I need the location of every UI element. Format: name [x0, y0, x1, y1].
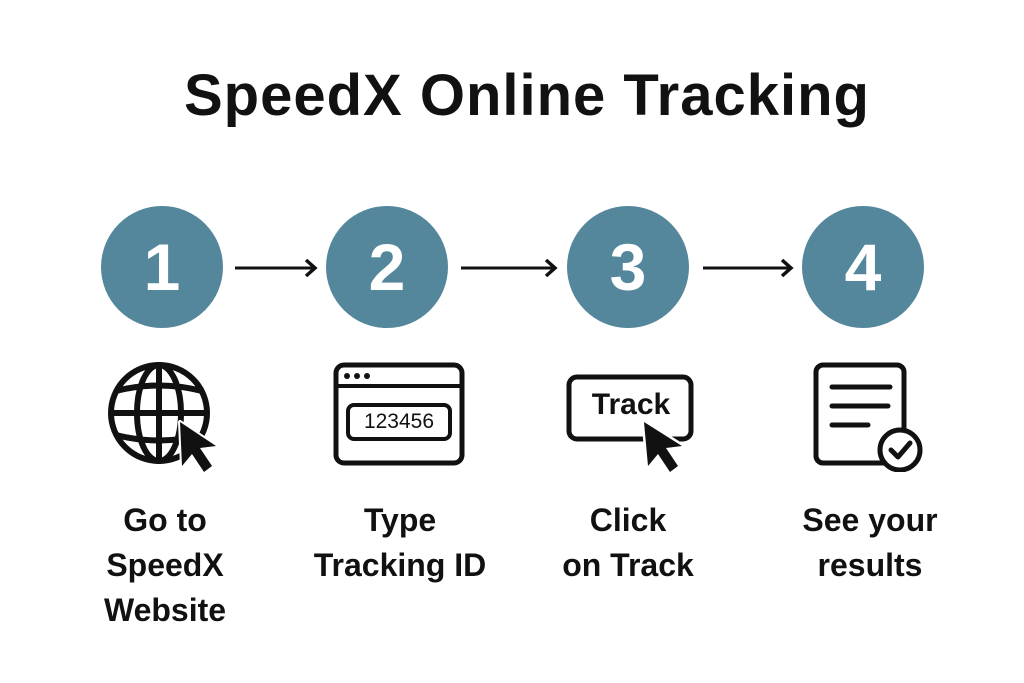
step-3-label: Click on Track — [528, 498, 728, 588]
step-4-label-line: See your — [802, 502, 938, 538]
globe-cursor-icon — [108, 362, 218, 474]
step-4-circle: 4 — [802, 206, 924, 328]
page-title: SpeedX Online Tracking — [184, 63, 870, 128]
step-3-label-line: on Track — [562, 547, 694, 583]
step-1-label: Go to SpeedX Website — [70, 498, 260, 633]
step-4-label-line: results — [817, 547, 923, 583]
step-3-label-line: Click — [589, 502, 667, 538]
document-check-icon — [813, 362, 923, 472]
step-3-circle: 3 — [567, 206, 689, 328]
arrow-right-icon — [703, 258, 794, 278]
browser-input-icon: 123456 — [333, 362, 465, 466]
step-2-label: Type Tracking ID — [295, 498, 505, 588]
step-4-label: See your results — [770, 498, 970, 588]
step-1-label-line: SpeedX — [106, 547, 224, 583]
step-1-circle: 1 — [101, 206, 223, 328]
step-1-label-line: Go to — [123, 502, 207, 538]
track-button-label: Track — [591, 388, 671, 421]
track-button-cursor-icon: Track — [566, 374, 696, 474]
arrow-right-icon — [461, 258, 558, 278]
step-2-label-line: Tracking ID — [313, 547, 487, 583]
arrow-right-icon — [235, 258, 318, 278]
step-2-circle: 2 — [326, 206, 448, 328]
step-2-label-line: Type — [363, 502, 437, 538]
tracking-id-sample: 123456 — [363, 410, 435, 433]
step-1-label-line: Website — [103, 592, 227, 628]
